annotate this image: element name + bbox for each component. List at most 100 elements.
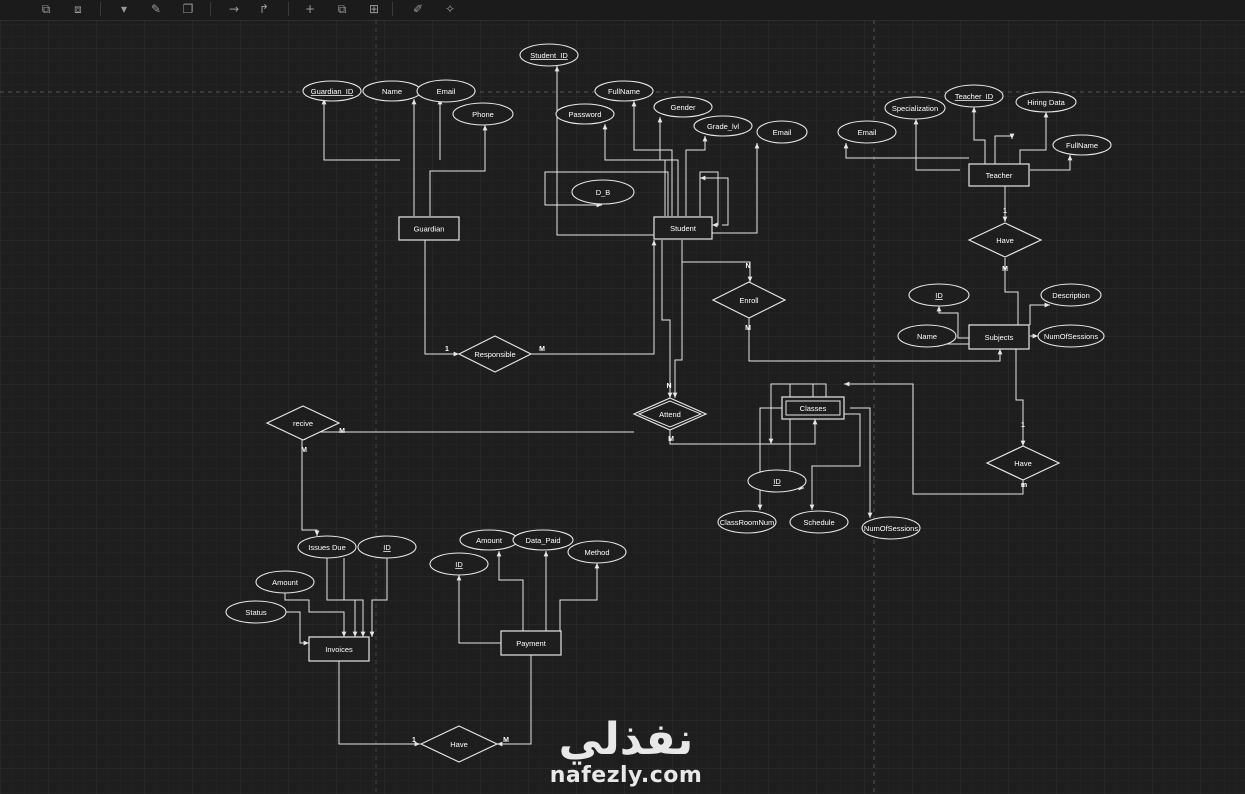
template-icon[interactable]: ⧉ [337,2,347,16]
attribute-ellipse[interactable] [255,570,315,594]
entity-box[interactable] [968,163,1030,187]
relationship-diamond[interactable] [985,445,1061,481]
relationship-attend[interactable]: Attend [632,397,708,431]
attribute-ellipse[interactable] [653,96,713,118]
connector-straight-icon[interactable]: → [228,2,240,16]
relationship-diamond[interactable] [419,725,499,763]
connector-line[interactable] [1004,258,1021,338]
attribute-ellipse[interactable] [1037,324,1105,348]
attribute-p_amount[interactable]: Amount [459,529,519,551]
attribute-ellipse[interactable] [884,96,946,120]
attribute-ellipse[interactable] [452,102,514,126]
connector-line[interactable] [672,256,683,398]
attribute-ellipse[interactable] [1052,134,1112,156]
connector-line[interactable] [850,407,873,518]
attribute-t_hiring[interactable]: Hiring Data [1015,91,1077,113]
entity-student[interactable]: Student [653,216,713,240]
entity-guardian[interactable]: Guardian [398,216,460,241]
entity-box[interactable] [968,324,1030,350]
connector-line[interactable] [343,558,366,637]
connector-line[interactable] [971,107,986,164]
attribute-p_method[interactable]: Method [567,540,627,564]
connector-line[interactable] [284,593,347,637]
freehand-icon[interactable]: ✐ [412,2,424,16]
connector-line[interactable] [809,413,861,510]
attribute-ellipse[interactable] [512,529,574,551]
connector-line[interactable] [843,143,969,159]
attribute-g_phone[interactable]: Phone [452,102,514,126]
connector-line[interactable] [699,171,719,228]
connector-line[interactable] [321,99,400,161]
attribute-ellipse[interactable] [357,535,417,559]
copy-style-icon[interactable]: ⧉ [41,2,51,16]
entity-box[interactable] [398,216,460,241]
attribute-c_room[interactable]: ClassRoomNum [717,510,777,534]
connector-line[interactable] [554,66,654,236]
connector-line[interactable] [456,575,518,644]
connector-line[interactable] [338,661,420,747]
attribute-g_email[interactable]: Email [416,79,476,103]
connector-line[interactable] [936,306,980,339]
connector-line[interactable] [657,117,679,216]
attribute-ellipse[interactable] [897,324,957,348]
relationship-have_teacher[interactable]: Have [967,222,1043,258]
attribute-sub_id[interactable]: ID [908,283,970,307]
connector-line[interactable] [1030,155,1073,171]
connector-line[interactable] [559,563,600,631]
attribute-ellipse[interactable] [519,43,579,67]
relationship-have_classes[interactable]: Have [985,445,1061,481]
relationship-responsible[interactable]: Responsible [457,335,533,373]
attribute-teacher_id[interactable]: Teacher_ID [944,84,1004,108]
connector-line[interactable] [429,125,488,216]
connector-line[interactable] [531,240,657,355]
connector-line[interactable] [1029,302,1050,325]
relationship-diamond[interactable] [265,405,341,441]
connector-line[interactable] [669,419,818,445]
connector-line[interactable] [326,558,358,637]
attribute-ellipse[interactable] [302,80,362,102]
entity-teacher[interactable]: Teacher [968,163,1030,187]
attribute-s_password[interactable]: Password [555,103,615,125]
attribute-sub_description[interactable]: Description [1040,283,1102,307]
entity-payment[interactable]: Payment [500,630,562,656]
connector-line[interactable] [700,175,729,226]
attribute-s_db[interactable]: D_B [571,179,635,205]
attribute-ellipse[interactable] [717,510,777,534]
connector-line[interactable] [631,101,673,216]
attribute-ellipse[interactable] [416,79,476,103]
connector-line[interactable] [994,133,1015,164]
attribute-ellipse[interactable] [1040,283,1102,307]
attribute-i_id[interactable]: ID [357,535,417,559]
connector-line[interactable] [1019,112,1049,164]
attribute-t_specialization[interactable]: Specialization [884,96,946,120]
entity-classes[interactable]: Classes [781,396,845,420]
insert-icon[interactable]: + [304,2,316,16]
connector-line[interactable] [369,558,388,637]
attribute-ellipse[interactable] [567,540,627,564]
fill-color-icon[interactable]: ▾ [120,2,128,16]
attribute-ellipse[interactable] [861,516,921,540]
attribute-ellipse[interactable] [944,84,1004,108]
connector-line[interactable] [685,136,708,216]
relationship-diamond[interactable] [632,397,708,431]
attribute-ellipse[interactable] [747,469,807,493]
connector-line[interactable] [497,655,532,747]
connector-line[interactable] [1015,349,1026,446]
attribute-s_fullname[interactable]: FullName [594,80,654,102]
relationship-diamond[interactable] [967,222,1043,258]
attribute-s_email[interactable]: Email [756,120,808,144]
attribute-ellipse[interactable] [1015,91,1077,113]
connector-line[interactable] [301,440,320,536]
waypoint-icon[interactable]: ↱ [258,2,270,16]
entity-box[interactable] [653,216,713,240]
attribute-c_schedule[interactable]: Schedule [789,510,849,534]
entity-invoices[interactable]: Invoices [308,636,370,662]
entity-box[interactable] [781,396,845,420]
relationship-have_invoices[interactable]: Have [419,725,499,763]
attribute-p_id[interactable]: ID [429,552,489,576]
attribute-sub_sessions[interactable]: NumOfSessions [1037,324,1105,348]
attribute-i_amount[interactable]: Amount [255,570,315,594]
shadow-icon[interactable]: ❐ [182,2,194,16]
attribute-ellipse[interactable] [429,552,489,576]
